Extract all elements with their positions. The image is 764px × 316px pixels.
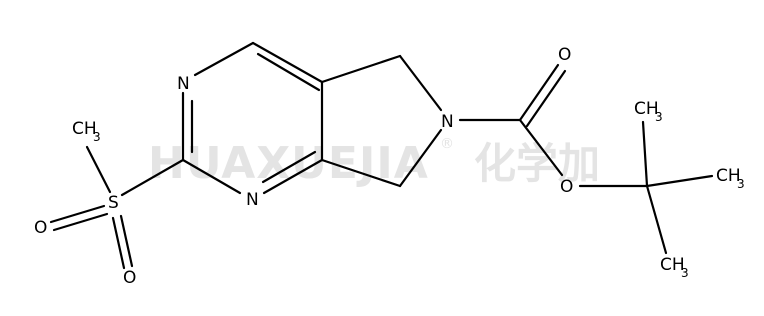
atom-ch3-s: CH: [72, 119, 97, 139]
bond-co-b: [525, 69, 567, 128]
atom-ch3-right: CH: [716, 166, 741, 186]
bond-c5-n6: [398, 54, 443, 112]
watermark-chinese: 化学加: [474, 139, 600, 188]
bond-c4-n3: [193, 41, 255, 77]
bond-n6-c7: [398, 128, 443, 188]
bond-c4-c4a: [251, 41, 324, 84]
bond-cq-ch3-right: [645, 174, 714, 188]
bond-c7a-n1-inner: [261, 150, 317, 184]
bond-c2-s: [120, 158, 185, 197]
atom-ch3-bottom: CH: [660, 255, 685, 275]
bond-c-oester: [518, 118, 564, 177]
bond-s-o-bottom-a: [111, 216, 126, 270]
bond-c7-c7a: [320, 158, 402, 188]
bond-n1-c2: [181, 158, 242, 195]
atom-ch3-top: CH: [634, 99, 659, 119]
atom-n6: N: [441, 112, 454, 132]
watermark: HUAXUEJIA ® 化学加: [148, 136, 600, 189]
bond-c4-c4a-inner: [256, 52, 321, 92]
watermark-registered: ®: [440, 136, 454, 152]
bond-c7a-n1: [262, 158, 324, 195]
bond-cq-ch3-bottom: [645, 184, 668, 255]
atom-n3: N: [177, 74, 190, 94]
bond-c4a-c5: [320, 54, 402, 84]
atom-ch3-bottom-subscript: 3: [681, 266, 689, 280]
methyl-sulfonyl-ch3: CH 3: [72, 119, 101, 144]
atom-s: S: [108, 193, 119, 213]
atom-o-sulfonyl-bottom: O: [123, 268, 136, 288]
bond-s-o-bottom-b: [119, 214, 134, 268]
tbutyl-ch3-bottom: CH 3: [660, 255, 689, 280]
bond-s-o-left-b: [52, 212, 109, 232]
tbutyl-ch3-top: CH 3: [634, 99, 663, 124]
bond-s-ch3: [85, 145, 112, 194]
atom-ch3-right-subscript: 3: [737, 177, 745, 191]
bond-co-a: [518, 63, 560, 122]
atom-o-ester: O: [560, 177, 573, 197]
atom-ch3-s-subscript: 3: [93, 130, 101, 144]
bonds: [49, 41, 714, 270]
atom-o-carbonyl: O: [558, 45, 571, 65]
atom-o-sulfonyl-left: O: [34, 218, 47, 238]
bond-cq-ch3-top: [641, 120, 649, 188]
tbutyl-ch3-right: CH 3: [716, 166, 745, 191]
atom-ch3-top-subscript: 3: [655, 110, 663, 124]
bond-s-o-left-a: [49, 204, 106, 224]
atom-n1: N: [246, 190, 259, 210]
atom-labels: N N N S O O O O CH 3 CH 3 CH 3 CH 3: [34, 45, 745, 288]
